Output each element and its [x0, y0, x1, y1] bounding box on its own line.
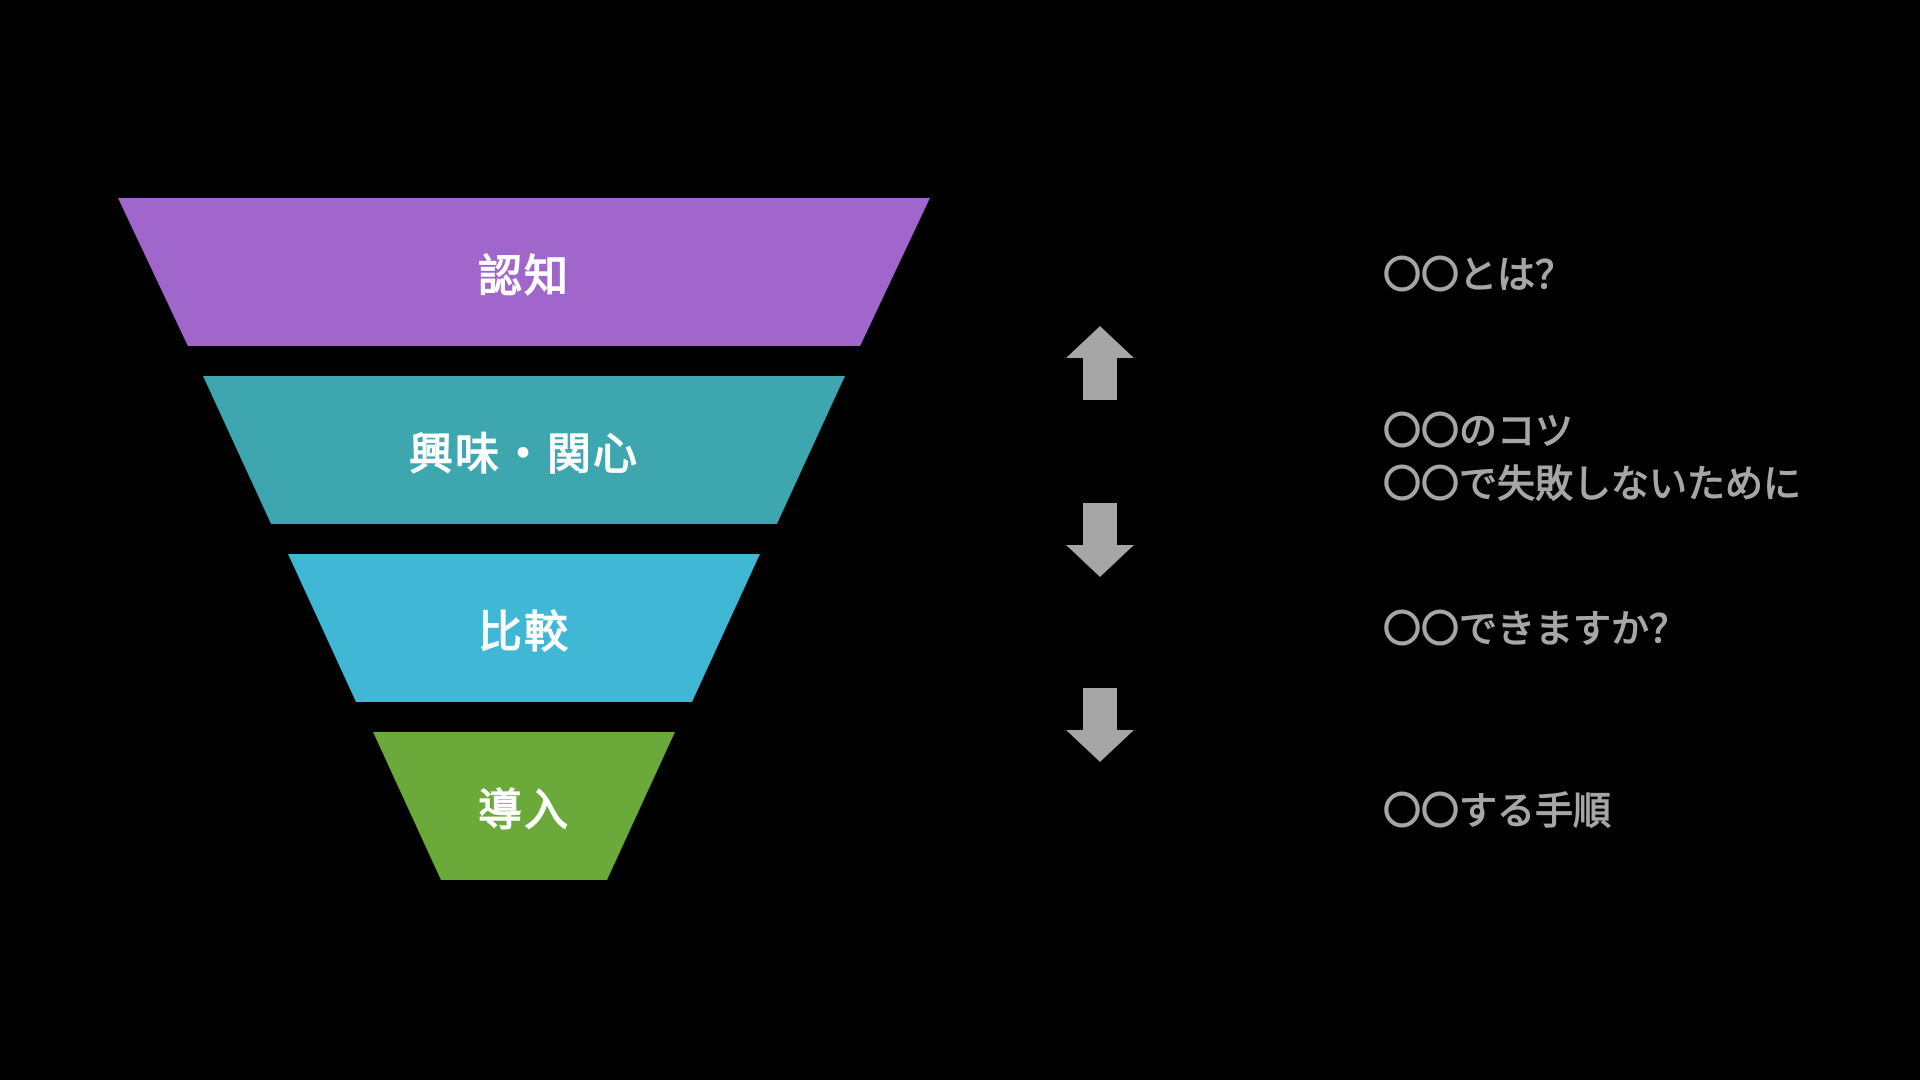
- annotation-comparison: 〇〇できますか？: [1383, 604, 1687, 657]
- funnel-stage-comparison: 比較: [288, 554, 760, 702]
- annotation-line: 〇〇のコツ: [1383, 411, 1574, 453]
- annotation-line: 〇〇できますか？: [1383, 609, 1688, 651]
- annotation-awareness: 〇〇とは？: [1383, 250, 1573, 303]
- annotation-line: 〇〇とは？: [1383, 255, 1574, 297]
- annotation-adoption: 〇〇する手順: [1383, 786, 1611, 839]
- arrow-up-icon: [1066, 326, 1134, 400]
- annotation-line: 〇〇する手順: [1383, 791, 1612, 833]
- arrow-down-shape: [1066, 688, 1134, 762]
- funnel-stage-interest: 興味・関心: [203, 376, 845, 524]
- annotation-interest: 〇〇のコツ 〇〇で失敗しないために: [1383, 406, 1801, 512]
- funnel-stage-awareness-label: 認知: [478, 252, 570, 301]
- funnel-stage-adoption: 導入: [373, 732, 675, 880]
- funnel-stage-interest-label: 興味・関心: [409, 430, 639, 479]
- funnel-stage-adoption-label: 導入: [478, 786, 570, 835]
- arrow-up-shape: [1066, 326, 1134, 400]
- arrow-down-icon: [1066, 503, 1134, 577]
- arrow-down-icon: [1066, 688, 1134, 762]
- funnel-stage-comparison-label: 比較: [478, 608, 570, 657]
- arrow-down-shape: [1066, 503, 1134, 577]
- annotation-line: 〇〇で失敗しないために: [1383, 464, 1802, 506]
- funnel-stage-awareness: 認知: [118, 198, 930, 346]
